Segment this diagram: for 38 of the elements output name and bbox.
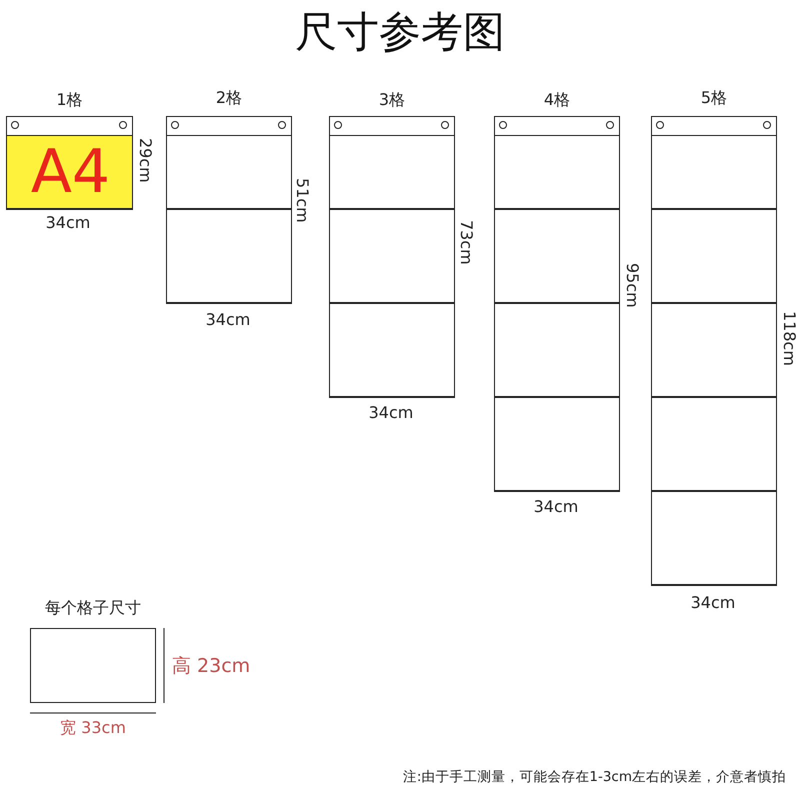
width-dimension: 34cm xyxy=(44,213,92,232)
height-dimension: 73cm xyxy=(457,218,476,266)
note: 注:由于手工测量，可能会存在1-3cm左右的误差，介意者慎拍 xyxy=(402,768,786,786)
pocket-count-label: 4格 xyxy=(542,90,572,111)
width-dimension: 34cm xyxy=(532,497,580,516)
pocket-count-label: 5格 xyxy=(700,88,728,109)
pocket xyxy=(329,135,455,209)
pocket xyxy=(166,209,292,303)
height-dimension: 118cm xyxy=(780,310,799,368)
pocket xyxy=(329,209,455,303)
paper-size-label: A4 xyxy=(30,138,112,206)
a4-pocket xyxy=(6,135,133,209)
pocket xyxy=(166,135,292,209)
width-dimension: 34cm xyxy=(368,403,414,422)
height-dimension: 高 23cm xyxy=(172,654,250,679)
pocket xyxy=(494,303,620,397)
pocket-count-label: 3格 xyxy=(378,90,406,111)
width-dimension: 34cm xyxy=(204,310,252,329)
pocket-count-label: 1格 xyxy=(55,90,84,111)
pocket xyxy=(651,135,777,209)
height-dimension: 51cm xyxy=(293,176,312,224)
width-dimension: 宽 33cm xyxy=(59,718,127,739)
pocket xyxy=(651,303,777,397)
pocket-count-label: 2格 xyxy=(214,88,244,109)
pocket xyxy=(329,303,455,397)
hanging-organizer xyxy=(6,90,133,210)
pocket xyxy=(651,209,777,303)
height-dimension: 95cm xyxy=(623,262,642,310)
pocket xyxy=(651,397,777,491)
cell-size-diagram xyxy=(30,598,156,703)
pocket xyxy=(494,135,620,209)
pocket xyxy=(494,209,620,303)
width-dimension: 34cm xyxy=(690,593,736,612)
title: 尺寸参考图 xyxy=(294,6,506,58)
cell-size-heading: 每个格子尺寸 xyxy=(44,598,142,619)
pocket xyxy=(494,397,620,491)
height-dimension: 29cm xyxy=(136,136,155,184)
pocket xyxy=(651,491,777,585)
